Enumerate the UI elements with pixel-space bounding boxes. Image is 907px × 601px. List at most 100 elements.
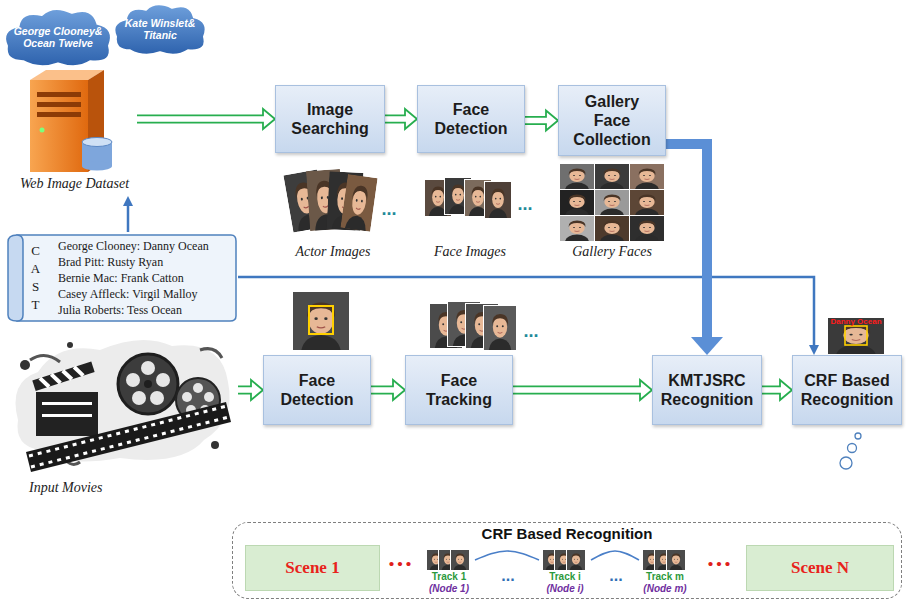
gallery-face-grid [560,164,664,241]
region-title: CRF Based Recognition [482,525,653,543]
gallery-face-grid [630,216,664,241]
server-icon [37,102,81,107]
movie-illustration [32,361,94,391]
movie-illustration [193,383,203,393]
face-images [424,177,512,219]
scroll-shape [17,235,236,321]
track-label: (Node 1) [429,583,469,595]
input-movies: Input Movies [5,330,238,500]
track-label: (Node i) [546,583,583,595]
web-image-dataset: Web Image Dataset [12,70,137,196]
track-faces [566,549,586,571]
track-link [591,551,639,560]
track-faces [450,549,470,571]
connector-line [591,551,639,560]
flow-arrow [525,111,558,131]
movie-illustration [150,391,164,405]
detected-face-photo [293,292,349,350]
movie-illustration [26,402,231,472]
box-label: Face Detection [424,100,518,138]
flow-arrow [762,380,792,400]
label-holder: ... [382,545,420,571]
box-label: Gallery Face Collection [565,92,659,149]
gallery-arrow [666,144,723,355]
track-faces [667,550,685,570]
label-holder: ... [698,545,742,571]
box-label: Face Detection [270,371,364,409]
tracked-faces [484,306,516,350]
image-caption: Face Images [420,244,520,260]
process-box: Face Detection [263,355,371,425]
track-faces [539,549,591,571]
dataset-label: Web Image Dataset [20,176,129,192]
server-icon [82,162,112,171]
gallery-face-grid [560,164,594,189]
server-icon [37,92,81,97]
ellipsis: ... [698,545,742,571]
flow-arrow [385,109,417,129]
box-label: Face Tracking [412,371,506,409]
movie-illustration [42,414,92,417]
actor-images [340,174,377,232]
server-icon [30,70,112,172]
connector-line [475,551,539,560]
arrow-inner [762,387,782,393]
label-holder: ... [596,568,636,584]
thought-bubbles [855,433,861,439]
flow-arrow [238,380,263,400]
track-faces [566,549,586,571]
tracked-faces [483,305,517,351]
scene-box: Scene N [746,545,894,591]
process-box: Gallery Face Collection [558,85,666,156]
movie-illustration [40,365,83,388]
cast-entry: George Clooney: Danny Ocean [58,238,209,254]
movie-illustration [31,417,229,467]
track-faces [666,549,686,571]
cast-scroll: CASTGeorge Clooney: Danny OceanBrad Pitt… [5,232,238,324]
cloud-text: George Clooney& Ocean Twelve [10,25,106,49]
track-faces [567,550,585,570]
gallery-face-grid [595,190,629,215]
movie-illustration [16,340,232,472]
cast-entry: Bernie Mac: Frank Catton [58,270,209,286]
gallery-face-grid [595,216,629,241]
track-faces [666,549,686,571]
arrow-inner [385,116,407,122]
track-node: Track i(Node i) [539,549,591,595]
box-label: KMTJSRC Recognition [659,371,755,409]
face-images [484,181,512,219]
movie-illustration [36,392,98,436]
ellipsis: ... [382,545,420,571]
movie-illustration [126,373,140,387]
image-caption: Gallery Faces [556,244,668,260]
track-node: Track m(Node m) [639,549,691,595]
server-icon [82,138,112,147]
track-faces [423,549,475,571]
server-icon [30,80,88,172]
actor-cloud: Kate Winslet& Titanic [110,0,210,58]
box-label: Image Searching [282,100,378,138]
process-box: KMTJSRC Recognition [652,355,762,425]
movie-illustration [29,406,227,456]
process-box: Face Detection [417,85,525,153]
server-icon [40,128,45,133]
crf-region: CRF Based RecognitionScene 1Track 1(Node… [232,522,902,599]
track-faces [450,549,470,571]
gallery-face-grid [630,190,664,215]
cast-heading: CAST [29,242,42,314]
track-faces [639,549,691,571]
track-label: Track 1 [432,571,466,583]
cloud-shape [5,9,111,66]
label-holder: Face Images [420,244,520,260]
movie-illustration [20,360,30,370]
label-holder: ... [377,200,401,218]
flow-arrow [371,380,405,400]
cloud-text: Kate Winslet& Titanic [120,17,200,41]
track-node: Track 1(Node 1) [423,549,475,595]
scene-label: Scene N [791,558,849,578]
thought-bubbles [840,433,861,469]
ellipsis: ... [513,195,537,213]
cast-link-arrow [238,277,819,355]
process-box: Image Searching [275,85,385,153]
